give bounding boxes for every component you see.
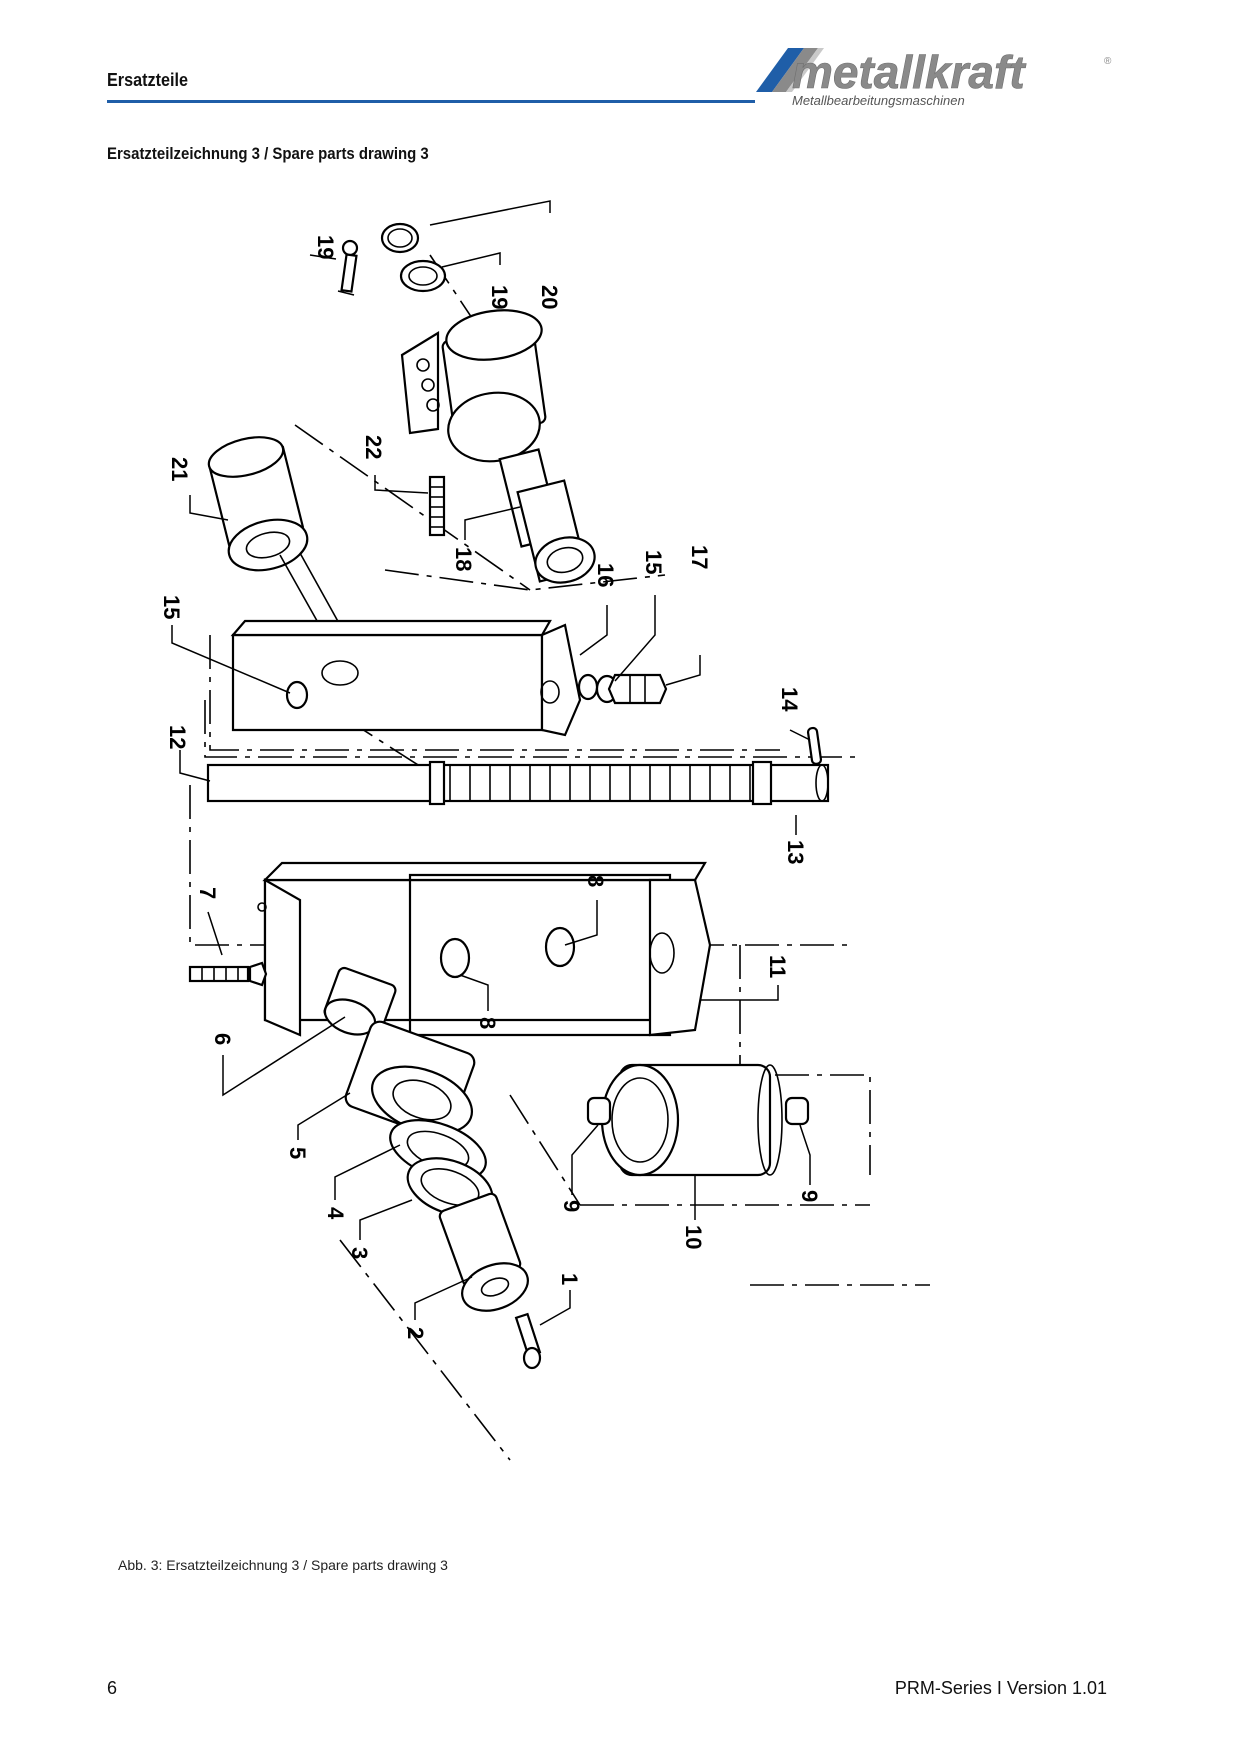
logo-mark-icon	[756, 48, 824, 92]
part-21-sleeve	[207, 436, 341, 636]
label-part-15-right: 15	[641, 550, 666, 574]
label-part-17: 17	[687, 545, 712, 569]
spare-parts-drawing: 19 20 19 22 21 18 16 15 17 15 12 14 13 1…	[159, 200, 930, 1461]
label-part-1: 1	[557, 1273, 582, 1285]
main-column	[257, 861, 712, 1037]
label-part-19: 19	[487, 285, 512, 309]
label-part-8-right: 8	[583, 875, 608, 887]
part-7-set-screw	[188, 961, 268, 987]
label-part-13: 13	[783, 840, 808, 864]
metallkraft-logo: metallkraft ® Metallbearbeitungsmaschine…	[756, 46, 1112, 108]
part-20-ring	[380, 222, 420, 254]
label-part-12: 12	[165, 725, 190, 749]
logo-wordmark: metallkraft	[792, 46, 1026, 98]
upper-bracket	[230, 619, 582, 737]
label-part-9-right: 9	[797, 1190, 822, 1202]
part-labels: 19 20 19 22 21 18 16 15 17 15 12 14 13 1…	[159, 235, 822, 1339]
label-part-20: 20	[537, 285, 562, 309]
part-1-screw	[514, 1312, 542, 1370]
part-9-bushing-left	[586, 1096, 612, 1126]
page-number: 6	[107, 1678, 118, 1698]
section-title: Ersatzteile	[107, 70, 189, 90]
figure-caption: Abb. 3: Ersatzteilzeichnung 3 / Spare pa…	[118, 1557, 448, 1573]
leader-lines	[171, 200, 811, 1326]
label-part-11: 11	[765, 955, 790, 978]
label-part-22: 22	[361, 435, 386, 459]
part-13-threaded-rod	[206, 760, 830, 806]
label-part-2: 2	[403, 1327, 428, 1339]
part-2-shaft-end	[438, 1192, 529, 1312]
label-part-3: 3	[347, 1247, 372, 1259]
label-part-7: 7	[195, 887, 220, 899]
label-part-23: 19	[313, 235, 338, 259]
part-14-pin	[806, 726, 823, 765]
part-18-shaft	[498, 448, 596, 584]
part-9-bushing-right	[784, 1096, 810, 1126]
part-19-washer	[399, 259, 447, 293]
logo-trademark: ®	[1104, 56, 1112, 67]
label-part-4: 4	[323, 1207, 348, 1220]
label-part-8-left: 8	[475, 1017, 500, 1029]
rod-thread	[449, 765, 751, 801]
label-part-21: 21	[167, 457, 192, 481]
part-23-pin	[337, 239, 359, 296]
label-part-9-left: 9	[559, 1200, 584, 1212]
footer-version: PRM-Series I Version 1.01	[894, 1678, 1107, 1698]
part-10-drum	[600, 1063, 783, 1177]
drawing-title: Ersatzteilzeichnung 3 / Spare parts draw…	[107, 144, 429, 163]
logo-tagline: Metallbearbeitungsmaschinen	[792, 93, 965, 108]
label-part-15-left: 15	[159, 595, 184, 619]
clamp-housing	[400, 309, 547, 463]
header-divider	[107, 100, 755, 103]
part-22-spring	[428, 475, 446, 537]
part-17-nut	[607, 673, 668, 705]
label-part-14: 14	[777, 687, 802, 712]
label-part-16-upper: 16	[593, 563, 618, 587]
part-6-bushing	[323, 966, 397, 1036]
label-part-18: 18	[451, 547, 476, 571]
part-15-washer-right	[577, 673, 599, 701]
label-part-10: 10	[681, 1225, 706, 1249]
label-part-5: 5	[285, 1147, 310, 1159]
label-part-6: 6	[210, 1033, 235, 1045]
